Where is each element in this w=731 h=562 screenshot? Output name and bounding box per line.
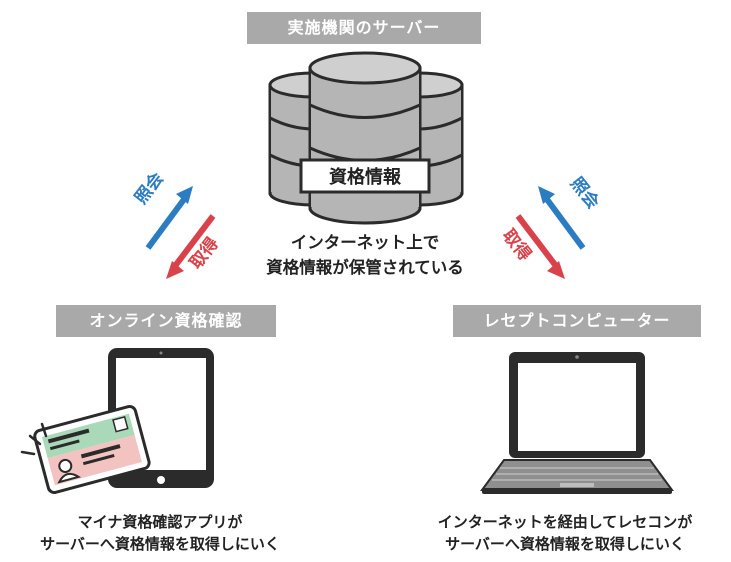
server-description: インターネット上で 資格情報が保管されている (200, 230, 530, 280)
right-caption-line2: サーバーへ資格情報を取得しにいく (445, 535, 685, 553)
server-description-line1: インターネット上で (290, 233, 440, 252)
right-inquiry-arrow (538, 186, 586, 250)
right-arrows (515, 186, 586, 279)
right-inquiry-label: 照会 (566, 173, 603, 213)
sparkle-lines (20, 422, 48, 456)
left-acquire-arrow (166, 214, 216, 279)
left-caption-line2: サーバーへ資格情報を取得しにいく (40, 535, 280, 553)
left-caption: マイナ資格確認アプリが サーバーへ資格情報を取得しにいく (10, 511, 310, 555)
database-icon (268, 51, 464, 225)
db-label: 資格情報 (329, 166, 402, 188)
left-inquiry-arrow (145, 186, 193, 250)
server-description-line2: 資格情報が保管されている (266, 258, 464, 277)
left-arrows (145, 186, 216, 279)
right-caption: インターネットを経由してレセコンが サーバーへ資格情報を取得しにいく (405, 511, 725, 555)
right-acquire-arrow (515, 214, 565, 279)
laptop-icon (480, 352, 674, 494)
my-number-card-icon (33, 404, 151, 495)
right-caption-line1: インターネットを経由してレセコンが (437, 513, 693, 531)
server-title: 実施機関のサーバー (247, 12, 481, 44)
receipt-computer-title: レセプトコンピューター (453, 305, 701, 337)
tablet-icon (108, 348, 214, 488)
left-inquiry-label: 照会 (130, 168, 167, 208)
online-verification-title: オンライン資格確認 (56, 305, 276, 337)
left-caption-line1: マイナ資格確認アプリが (77, 513, 243, 531)
